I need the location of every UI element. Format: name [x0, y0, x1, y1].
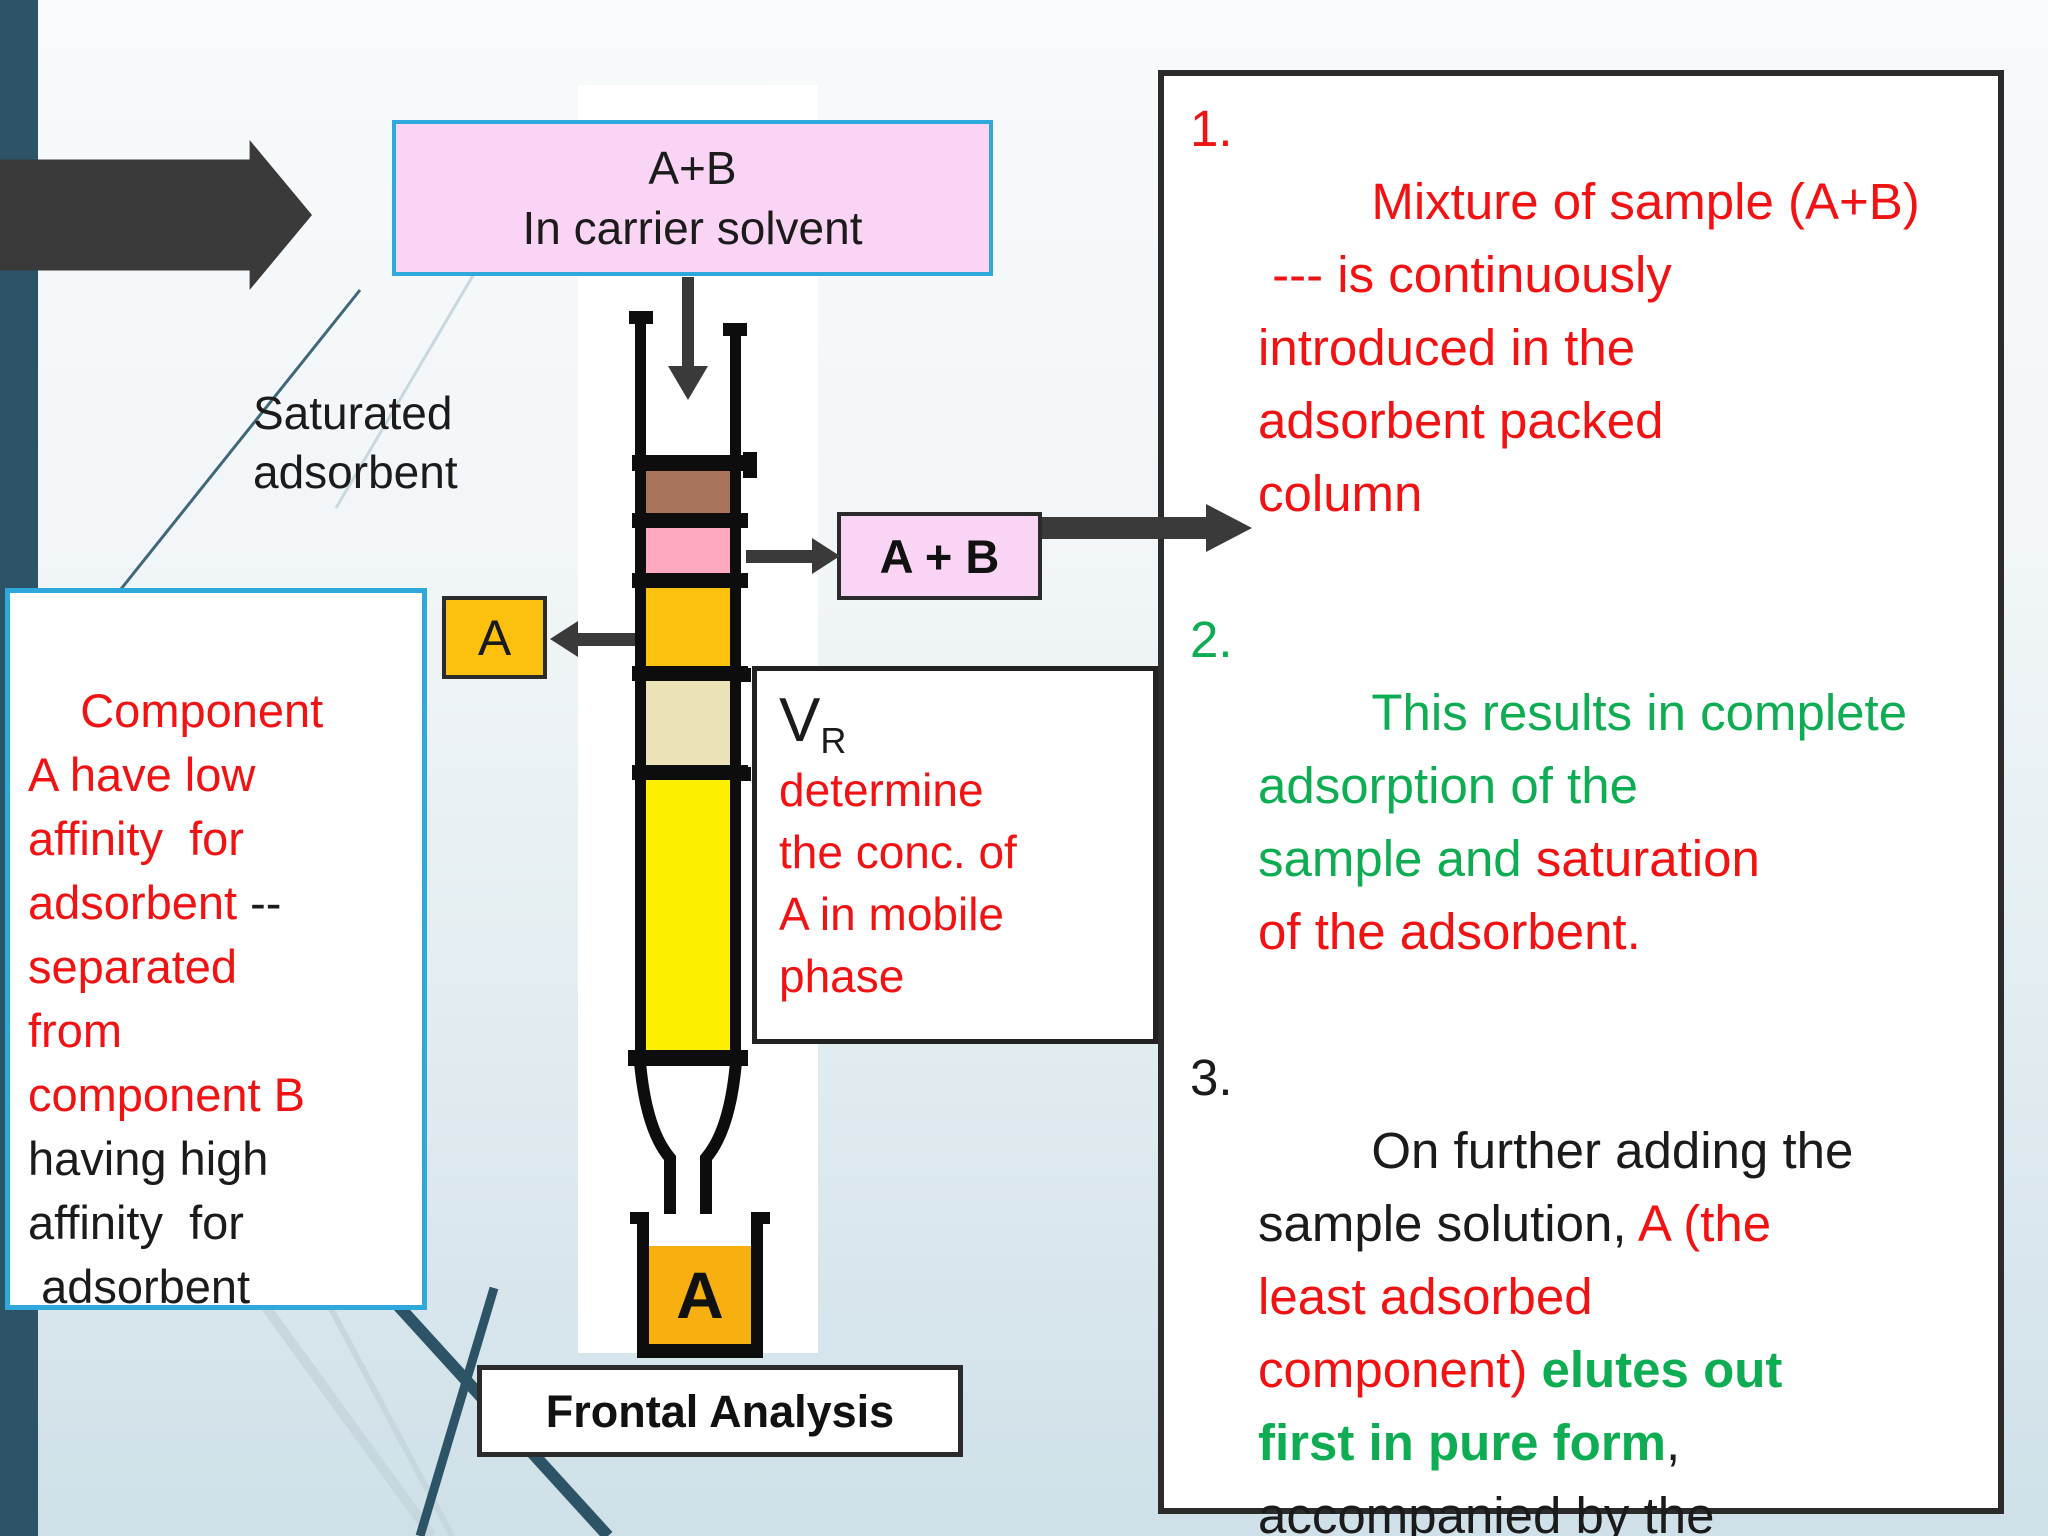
- component-note-box: Component A have low affinity for adsorb…: [5, 588, 427, 1313]
- band-orange-component-a-zone: [646, 588, 730, 666]
- item1-red-text: Mixture of sample (A+B) --- is continuou…: [1258, 173, 1920, 522]
- saturated-adsorbent-label: Saturated adsorbent: [253, 387, 458, 498]
- item2-red-text: saturation of the adsorbent.: [1258, 830, 1760, 960]
- beaker-bottom: [637, 1344, 763, 1358]
- vr-symbol: VR: [779, 685, 1153, 761]
- band-pink-mixed-zone: [646, 528, 730, 573]
- column-separator-4-nub: [741, 668, 751, 682]
- column-separator-5-nub: [741, 767, 751, 781]
- item3-black-text-1: On further adding the sample solution,: [1258, 1122, 1854, 1252]
- list-item-1: 1. Mixture of sample (A+B) --- is contin…: [1190, 92, 1978, 603]
- arrow-pink-band-to-ab-box: [746, 538, 840, 574]
- vr-note-box: VR determine the conc. of A in mobile ph…: [752, 666, 1158, 1044]
- vr-v: V: [779, 686, 821, 755]
- band-beige-zone: [646, 681, 730, 765]
- eluted-a-box: A: [442, 596, 547, 679]
- column-bottom-cap: [628, 1050, 748, 1066]
- arrow-ab-box-to-panel: [1042, 504, 1252, 552]
- arrow-column-to-a-box: [550, 621, 635, 657]
- vr-subscript: R: [820, 720, 847, 761]
- vr-body-text: determine the conc. of A in mobile phase: [779, 764, 1017, 1002]
- column-separator-3: [632, 573, 748, 588]
- column-right-wall: [730, 323, 741, 1066]
- band-yellow-mobile-phase-zone: [646, 780, 730, 1050]
- column-separator-2: [632, 513, 748, 528]
- note-red-segment-1: Component A have low affinity for adsorb…: [28, 684, 324, 929]
- list-item-3: 3. On further adding the sample solution…: [1190, 1041, 1978, 1536]
- column-left-wall: [635, 311, 646, 1066]
- ab-mixture-box: A + B: [837, 512, 1042, 600]
- frontal-analysis-caption: Frontal Analysis: [477, 1365, 963, 1457]
- column-right-wall-lip: [723, 323, 747, 336]
- column-separator-1: [632, 455, 748, 471]
- down-arrow-into-column: [668, 277, 708, 400]
- chevron-arrow-shape: [0, 140, 312, 290]
- note-black-segment-2: having high affinity for adsorbent: [28, 1132, 269, 1313]
- list-number-2: 2.: [1190, 611, 1233, 668]
- list-number-1: 1.: [1190, 100, 1233, 157]
- column-left-wall-lip: [629, 311, 653, 324]
- list-text-3: On further adding the sample solution, A…: [1258, 1041, 1978, 1536]
- column-separator-1-nub: [743, 452, 757, 478]
- item2-green-text: This results in complete adsorption of t…: [1258, 684, 1908, 887]
- note-red-segment-2: separated from component B: [28, 940, 305, 1121]
- column-separator-5: [632, 765, 748, 780]
- sample-input-box: A+B In carrier solvent: [392, 120, 993, 276]
- item3-black-text-2: , accompanied by the mixture of A+B (the…: [1258, 1414, 1715, 1536]
- item3-red-text: A (the least adsorbed component): [1258, 1195, 1772, 1398]
- list-number-3: 3.: [1190, 1049, 1233, 1106]
- list-text-2: This results in complete adsorption of t…: [1258, 603, 1978, 1041]
- beaker-right-wall: [751, 1216, 763, 1358]
- beaker-liquid-a: A: [649, 1246, 751, 1344]
- beaker-left-wall: [637, 1216, 649, 1358]
- note-black-segment-1: --: [250, 876, 282, 929]
- list-text-1: Mixture of sample (A+B) --- is continuou…: [1258, 92, 1978, 603]
- list-item-2: 2. This results in complete adsorption o…: [1190, 603, 1978, 1041]
- band-brown-saturated-zone: [646, 471, 730, 513]
- column-separator-4: [632, 666, 748, 681]
- process-notes-panel: 1. Mixture of sample (A+B) --- is contin…: [1158, 70, 2004, 1536]
- item3-green-bold-text: elutes out first in pure form: [1258, 1341, 1783, 1471]
